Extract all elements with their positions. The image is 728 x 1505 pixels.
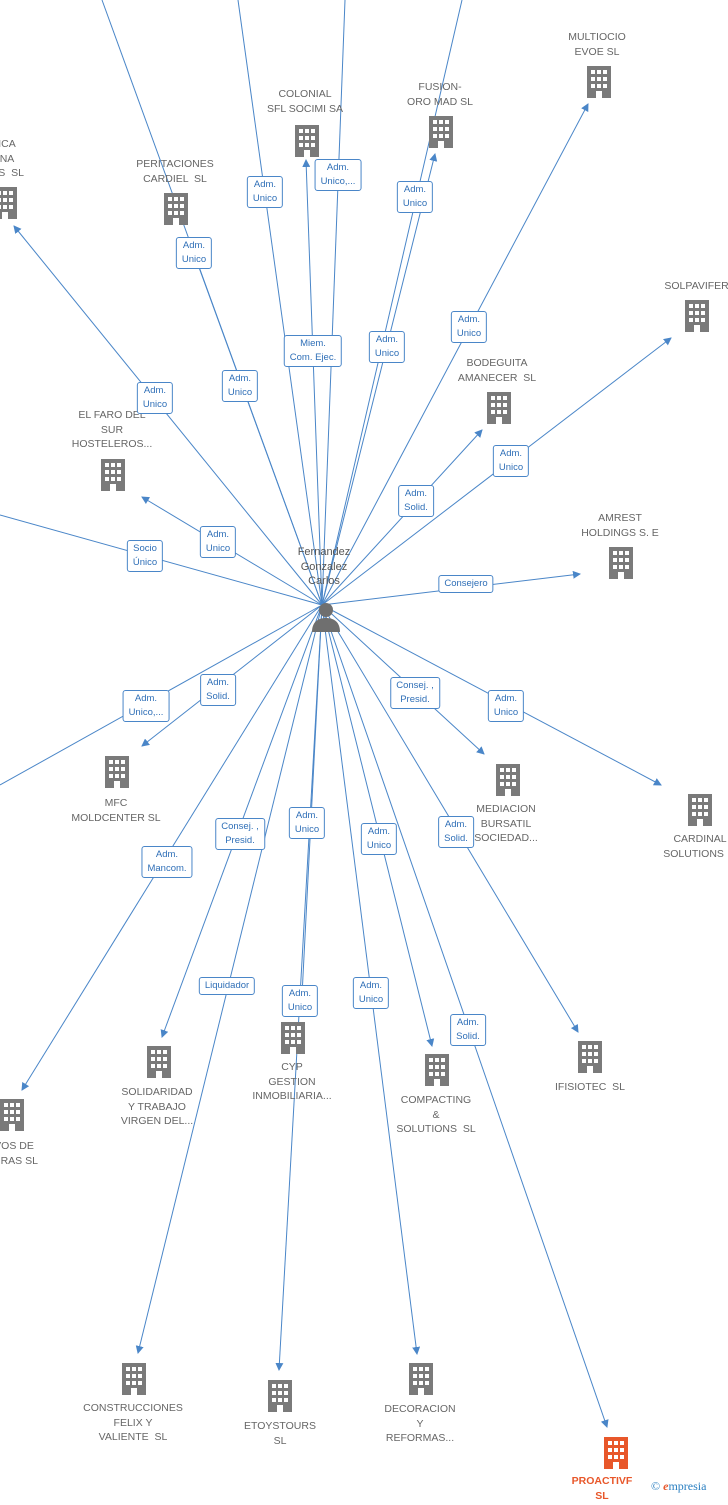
role-badge-proactivf[interactable]: Adm. Solid. <box>450 1014 486 1046</box>
building-icon[interactable] <box>101 459 125 491</box>
role-badge-solpavifer[interactable]: Adm. Unico <box>492 445 530 477</box>
building-icon[interactable] <box>0 1099 24 1131</box>
center-person-name: Fernandez Gonzalez Carlos <box>297 546 351 587</box>
role-badge-ica[interactable]: Adm. Unico <box>136 382 174 414</box>
role-badge-decoracion[interactable]: Adm. Unico <box>352 977 390 1009</box>
role-badge-mfc[interactable]: Adm. Solid. <box>200 674 236 706</box>
building-icon[interactable] <box>609 547 633 579</box>
company-label-proactivf[interactable]: PROACTIVF SL <box>571 1475 633 1502</box>
role-badge-cardinal[interactable]: Adm. Unico <box>487 690 525 722</box>
company-label-fusion[interactable]: FUSION- ORO MAD SL <box>407 81 473 108</box>
role-badge-solidaridad[interactable]: Consej. , Presid. <box>215 818 265 850</box>
company-label-decoracion[interactable]: DECORACION Y REFORMAS... <box>384 1403 456 1444</box>
building-icon[interactable] <box>578 1041 602 1073</box>
company-label-cardinal[interactable]: CARDINAL SOLUTIONS S <box>663 833 727 860</box>
role-badge-compacting[interactable]: Adm. Unico <box>360 823 398 855</box>
role-badge-colonial[interactable]: Adm. Unico,... <box>314 159 362 191</box>
company-label-vosde[interactable]: VOS DE CIRAS SL <box>0 1140 38 1167</box>
role-badge-mediacion[interactable]: Consej. , Presid. <box>390 677 440 709</box>
company-label-peritaciones[interactable]: PERITACIONES CARDIEL SL <box>136 158 214 185</box>
building-icon[interactable] <box>425 1054 449 1086</box>
company-label-amrest[interactable]: AMREST HOLDINGS S. E <box>581 512 659 539</box>
building-icon[interactable] <box>487 392 511 424</box>
company-label-compacting[interactable]: COMPACTING & SOLUTIONS SL <box>396 1094 476 1135</box>
edge-offscreen-2 <box>321 0 346 606</box>
building-icon[interactable] <box>122 1363 146 1395</box>
role-badge-extra-x2[interactable]: Adm. Unico <box>246 176 284 208</box>
company-label-colonial[interactable]: COLONIAL SFL SOCIMI SA <box>266 88 344 115</box>
building-icon[interactable] <box>604 1437 628 1469</box>
role-badge-extra-x1[interactable]: Miem. Com. Ejec. <box>283 335 343 367</box>
building-icon[interactable] <box>281 1022 305 1054</box>
role-badge-construcciones[interactable]: Liquidador <box>198 977 256 995</box>
company-label-construcciones[interactable]: CONSTRUCCIONES FELIX Y VALIENTE SL <box>83 1402 183 1443</box>
edge-colonial <box>302 159 323 606</box>
role-badge-multiocio[interactable]: Adm. Unico <box>450 311 488 343</box>
role-badge-vosde[interactable]: Adm. Mancom. <box>141 846 193 878</box>
edge-bodeguita <box>321 429 483 606</box>
company-label-mediacion[interactable]: MEDIACION BURSATIL SOCIEDAD... <box>474 803 538 844</box>
role-badge-peritaciones[interactable]: Adm. Unico <box>175 237 213 269</box>
role-badge-extra-x4[interactable]: Adm. Unico <box>221 370 259 402</box>
building-icon[interactable] <box>409 1363 433 1395</box>
company-label-mfc[interactable]: MFC MOLDCENTER SL <box>71 797 161 824</box>
building-icon[interactable] <box>587 66 611 98</box>
company-label-ifisiotec[interactable]: IFISIOTEC SL <box>554 1081 626 1093</box>
building-icon[interactable] <box>0 187 17 219</box>
building-icon[interactable] <box>685 300 709 332</box>
person-icon[interactable] <box>309 600 343 634</box>
role-badge-fusion[interactable]: Adm. Unico <box>396 181 434 213</box>
edge-fusion <box>321 153 438 606</box>
edge-peritaciones <box>187 239 323 606</box>
building-icon[interactable] <box>105 756 129 788</box>
building-icon[interactable] <box>295 125 319 157</box>
brand-logo: © empresia <box>651 1479 707 1493</box>
building-icon[interactable] <box>688 794 712 826</box>
company-label-solpavifer[interactable]: SOLPAVIFER S <box>664 280 728 292</box>
role-badge-elfaro[interactable]: Adm. Unico <box>199 526 237 558</box>
role-badge-extra-x5[interactable]: Socio Único <box>126 540 164 572</box>
role-badge-extra-x7[interactable]: Adm. Unico,... <box>122 690 170 722</box>
company-label-elfaro[interactable]: EL FARO DEL SUR HOSTELEROS... <box>71 409 153 450</box>
edge-ica <box>13 225 323 606</box>
company-label-solidaridad[interactable]: SOLIDARIDAD Y TRABAJO VIRGEN DEL... <box>120 1086 194 1127</box>
edge-offscreen-3 <box>321 0 463 606</box>
building-icon[interactable] <box>164 193 188 225</box>
edge-offscreen-1 <box>237 0 323 606</box>
building-icon[interactable] <box>147 1046 171 1078</box>
company-label-bodeguita[interactable]: BODEGUITA AMANECER SL <box>457 357 537 384</box>
company-label-cyp[interactable]: CYP GESTION INMOBILIARIA... <box>252 1061 332 1102</box>
building-icon[interactable] <box>268 1380 292 1412</box>
role-badge-amrest[interactable]: Consejero <box>438 575 494 593</box>
company-label-ica[interactable]: ICA NA OS SL <box>0 138 24 179</box>
role-badge-cyp[interactable]: Adm. Unico <box>288 807 326 839</box>
company-label-multiocio[interactable]: MULTIOCIO EVOE SL <box>568 31 626 58</box>
building-icon[interactable] <box>429 116 453 148</box>
role-badge-bodeguita[interactable]: Adm. Solid. <box>398 485 434 517</box>
edge-multiocio <box>321 103 589 606</box>
company-label-etoystours[interactable]: ETOYSTOURS SL <box>244 1420 316 1447</box>
role-badge-ifisiotec[interactable]: Adm. Solid. <box>438 816 474 848</box>
role-badge-etoystours[interactable]: Adm. Unico <box>281 985 319 1017</box>
building-icon[interactable] <box>496 764 520 796</box>
role-badge-extra-x3[interactable]: Adm. Unico <box>368 331 406 363</box>
